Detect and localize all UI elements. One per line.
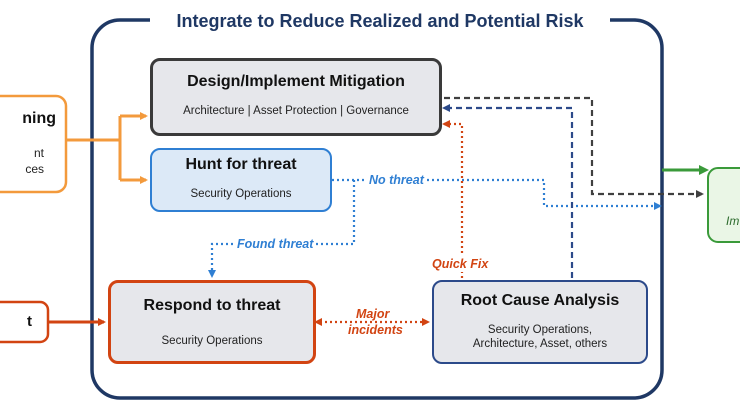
design-to-green-connector <box>444 96 704 198</box>
orange-connector-split <box>66 116 122 180</box>
rca-to-design-connector <box>442 104 574 278</box>
design-mitigation-box[interactable]: Design/Implement Mitigation Architecture… <box>150 58 442 136</box>
planning-box-title: ning <box>22 110 56 127</box>
hunt-threat-box[interactable]: Hunt for threat Security Operations <box>150 148 332 212</box>
root-cause-title: Root Cause Analysis <box>460 292 620 309</box>
root-cause-subtitle-line2: Architecture, Asset, others <box>472 338 608 350</box>
quick-fix-label: Quick Fix <box>430 256 491 272</box>
no-threat-label: No threat <box>366 172 427 188</box>
hunt-threat-subtitle: Security Operations <box>190 188 292 200</box>
planning-box-line2: ces <box>25 162 44 176</box>
root-cause-subtitle-line1: Security Operations, <box>487 324 593 336</box>
found-threat-label: Found threat <box>234 236 317 252</box>
respond-threat-box[interactable]: Respond to threat Security Operations <box>108 280 316 364</box>
respond-threat-subtitle: Security Operations <box>161 335 263 347</box>
respond-threat-title: Respond to threat <box>143 297 281 314</box>
frame-title: Integrate to Reduce Realized and Potenti… <box>150 8 610 34</box>
design-mitigation-title: Design/Implement Mitigation <box>187 73 405 90</box>
planning-box-shape <box>0 94 68 194</box>
green-box: Im <box>708 168 740 242</box>
major-incidents-label-2: incidents <box>348 323 403 337</box>
planning-box: ning nt ces <box>0 96 66 192</box>
quick-fix-connector <box>442 120 464 278</box>
root-cause-box[interactable]: Root Cause Analysis Security Operations,… <box>432 280 648 364</box>
major-incidents-label-1: Major <box>356 307 390 321</box>
incident-box-text: t <box>27 313 32 330</box>
incident-box: t <box>0 302 48 342</box>
hunt-threat-title: Hunt for threat <box>185 156 297 173</box>
green-box-text: Im <box>726 214 740 228</box>
green-box-shape <box>707 167 740 243</box>
planning-box-line1: nt <box>33 146 44 160</box>
no-threat-connector <box>332 178 662 210</box>
design-mitigation-subtitle: Architecture | Asset Protection | Govern… <box>183 105 409 117</box>
